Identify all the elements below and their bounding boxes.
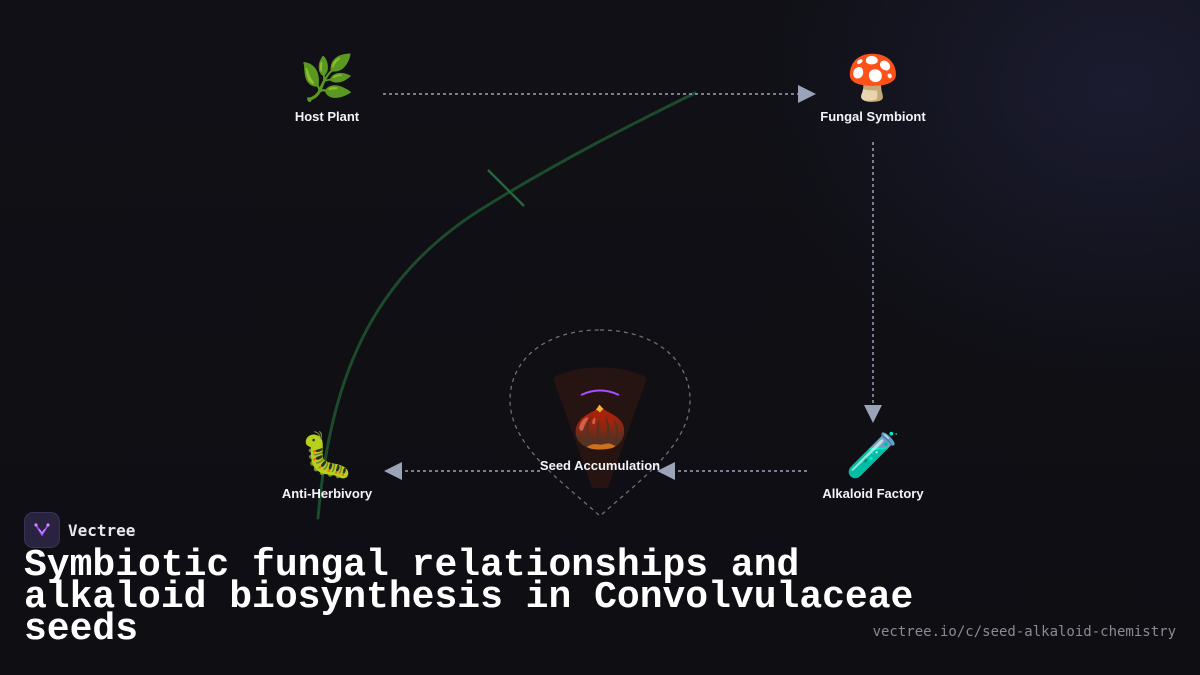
node-label-alkaloid-factory: Alkaloid Factory [822, 486, 924, 501]
chestnut-seed-icon: 🌰 [572, 403, 628, 452]
seed-glow-shape [553, 367, 647, 488]
arrowhead-fungal-to-alkaloid [864, 405, 882, 423]
vine-tick [487, 169, 525, 207]
node-label-fungal-symbiont: Fungal Symbiont [820, 109, 926, 124]
node-alkaloid-factory: 🧪 Alkaloid Factory [793, 430, 953, 501]
page-title: Symbiotic fungal relationships and alkal… [24, 544, 914, 651]
herb-icon: 🌿 [299, 54, 355, 103]
node-fungal-symbiont: 🍄 Fungal Symbiont [793, 53, 953, 124]
brand: Vectree [24, 512, 135, 548]
source-url: vectree.io/c/seed-alkaloid-chemistry [872, 624, 1176, 640]
node-label-host-plant: Host Plant [294, 109, 360, 124]
arrowhead-alkaloid-to-seed [657, 462, 675, 480]
arrowhead-host-to-fungal [798, 85, 816, 103]
seed-purple-arc [580, 389, 620, 396]
node-label-anti-herbivory: Anti-Herbivory [281, 486, 373, 501]
vine-curve [316, 91, 697, 520]
node-host-plant: 🌿 Host Plant [247, 53, 407, 124]
node-label-seed-accumulation: Seed Accumulation [539, 458, 661, 473]
node-anti-herbivory: 🐛 Anti-Herbivory [247, 430, 407, 501]
node-seed-accumulation: 🌰 Seed Accumulation [520, 402, 680, 473]
brand-name: Vectree [68, 520, 136, 540]
vectree-logo-icon [24, 512, 60, 548]
arrowhead-seed-to-herbivory [384, 462, 402, 480]
mushroom-icon: 🍄 [845, 54, 901, 103]
caterpillar-icon: 🐛 [299, 431, 355, 480]
test-tube-icon: 🧪 [845, 431, 901, 480]
